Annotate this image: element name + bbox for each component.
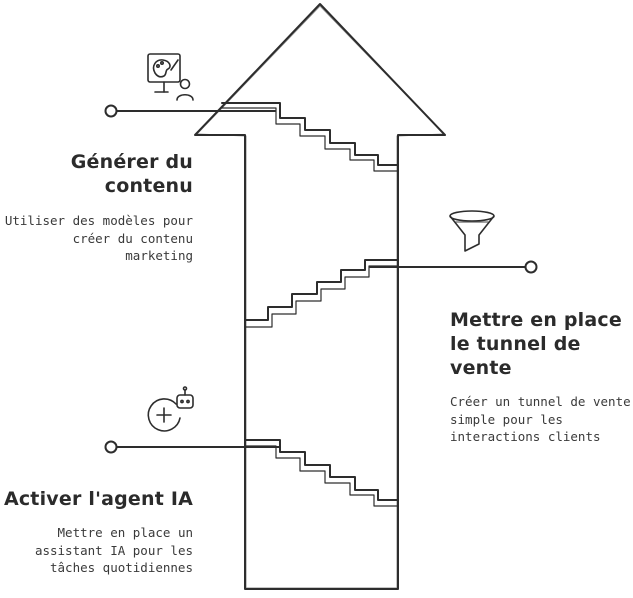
desc-line: simple pour les bbox=[450, 411, 563, 427]
title-line: contenu bbox=[104, 175, 193, 197]
step-desc-generer: Utiliser des modèles pour créer du conte… bbox=[0, 212, 193, 265]
desc-line: interactions clients bbox=[450, 429, 601, 444]
connector-node-tunnel bbox=[524, 260, 538, 274]
content-design-icon bbox=[147, 53, 194, 101]
staircase-top bbox=[221, 102, 399, 166]
step-desc-tunnel: Créer un tunnel de vente simple pour les… bbox=[450, 393, 633, 446]
arrow-outline bbox=[194, 3, 446, 590]
desc-line: Créer un tunnel de vente bbox=[450, 394, 631, 409]
title-line: Mettre en place bbox=[450, 309, 622, 331]
connector-node-agent bbox=[104, 440, 118, 454]
desc-line: Mettre en place un bbox=[57, 525, 193, 540]
desc-line: tâches quotidiennes bbox=[50, 560, 193, 575]
title-line: Générer du bbox=[70, 151, 193, 173]
funnel-icon bbox=[449, 210, 495, 252]
desc-line: marketing bbox=[125, 248, 193, 263]
desc-line: Utiliser des modèles pour bbox=[4, 213, 193, 228]
title-line: le tunnel de bbox=[450, 333, 581, 355]
step-desc-agent: Mettre en place un assistant IA pour les… bbox=[0, 524, 193, 577]
staircase-middle bbox=[244, 259, 399, 321]
staircase-top-under bbox=[221, 107, 399, 172]
step-title-generer: Générer du contenu bbox=[40, 150, 193, 198]
staircase-bottom bbox=[244, 439, 399, 501]
title-line: vente bbox=[450, 357, 512, 379]
arrow-outline-sketch bbox=[196, 5, 445, 589]
staircase-middle-under bbox=[244, 265, 399, 328]
connector-node-generer bbox=[104, 104, 118, 118]
step-title-tunnel: Mettre en place le tunnel de vente bbox=[450, 308, 630, 380]
desc-line: assistant IA pour les bbox=[34, 542, 193, 558]
step-title-agent: Activer l'agent IA bbox=[0, 487, 193, 511]
staircase-bottom-under bbox=[244, 445, 399, 507]
title-line: Activer l'agent IA bbox=[3, 488, 193, 510]
desc-line: créer du contenu bbox=[72, 230, 193, 246]
ai-robot-icon bbox=[147, 386, 194, 432]
